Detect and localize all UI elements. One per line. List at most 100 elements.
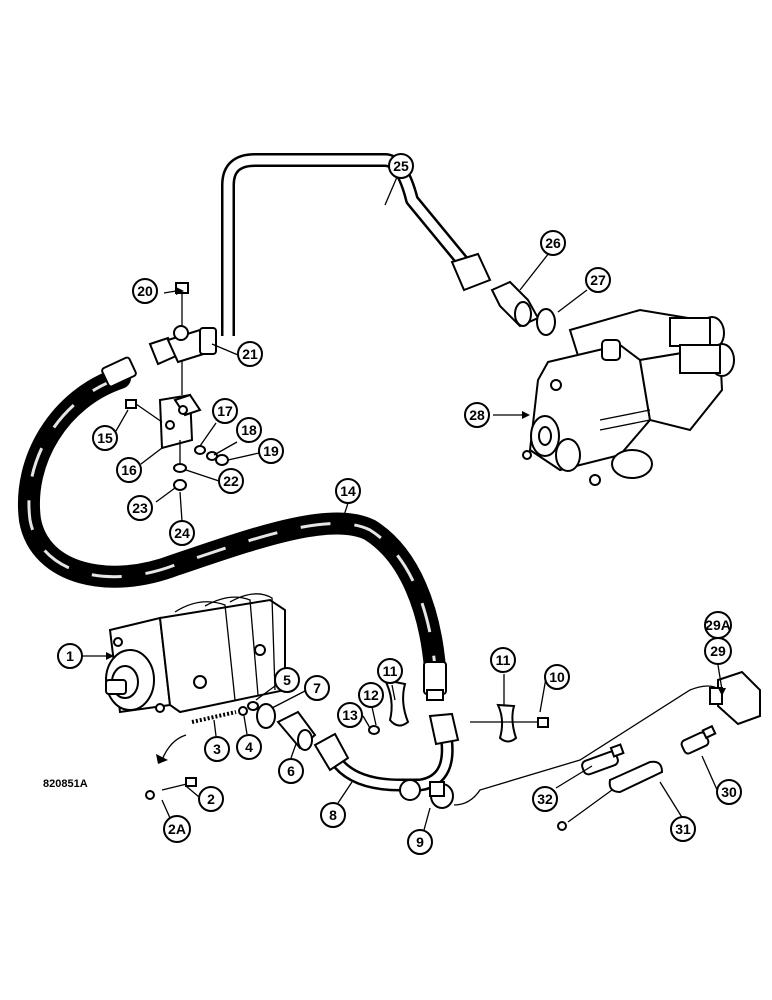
leader-lines	[81, 176, 723, 831]
svg-text:20: 20	[137, 283, 153, 299]
callout-2: 2	[198, 786, 224, 812]
callout-15: 15	[92, 425, 118, 451]
union-fitting	[166, 325, 217, 364]
control-valve	[522, 308, 735, 486]
connector-30	[680, 724, 717, 755]
callout-10: 10	[544, 664, 570, 690]
tube-8	[313, 712, 460, 801]
svg-text:21: 21	[242, 346, 258, 362]
svg-text:2A: 2A	[168, 821, 186, 837]
pressure-tube	[221, 153, 474, 336]
callout-19: 19	[258, 438, 284, 464]
callout-29: 29	[704, 637, 732, 665]
callout-25: 25	[388, 153, 414, 179]
svg-text:6: 6	[287, 763, 295, 779]
figure-reference: 820851A	[43, 778, 88, 790]
callout-30: 30	[716, 779, 742, 805]
svg-text:7: 7	[313, 680, 321, 696]
svg-text:15: 15	[97, 430, 113, 446]
svg-text:9: 9	[416, 834, 424, 850]
svg-text:29A: 29A	[705, 617, 731, 633]
callout-27: 27	[585, 267, 611, 293]
callout-17: 17	[212, 398, 238, 424]
clamp-left	[383, 678, 410, 727]
fitting-9	[429, 781, 454, 809]
svg-text:8: 8	[329, 807, 337, 823]
adapter-fitting	[490, 280, 540, 328]
svg-text:19: 19	[263, 443, 279, 459]
temp-sender-29	[709, 670, 761, 726]
svg-text:24: 24	[174, 525, 190, 541]
svg-text:13: 13	[342, 707, 358, 723]
stud	[191, 710, 237, 724]
callout-21: 21	[237, 341, 263, 367]
assembly-arrow	[161, 734, 187, 761]
svg-text:30: 30	[721, 784, 737, 800]
callout-2a: 2A	[163, 815, 191, 843]
callout-5: 5	[274, 667, 300, 693]
bolt-15	[125, 399, 163, 423]
tube-nut-25	[450, 252, 492, 292]
callout-11-right: 11	[490, 647, 516, 673]
callout-7: 7	[304, 675, 330, 701]
svg-text:11: 11	[496, 652, 511, 668]
callout-18: 18	[236, 417, 262, 443]
o-ring	[536, 308, 556, 336]
washer-5	[247, 701, 259, 711]
svg-text:2: 2	[207, 791, 215, 807]
o-ring-7	[256, 703, 276, 729]
svg-text:1: 1	[66, 648, 74, 664]
callout-26: 26	[540, 230, 566, 256]
svg-text:22: 22	[223, 473, 239, 489]
callout-22: 22	[218, 468, 244, 494]
callout-23: 23	[127, 495, 153, 521]
bolt-10	[470, 717, 549, 728]
connector-32	[581, 743, 625, 776]
nut-13	[368, 725, 380, 735]
svg-text:4: 4	[245, 739, 253, 755]
leader-arrowhead-29	[718, 688, 726, 696]
svg-text:31: 31	[675, 821, 691, 837]
callout-8: 8	[320, 802, 346, 828]
svg-text:26: 26	[545, 235, 561, 251]
leader-arrowhead-28	[522, 411, 530, 419]
callout-31: 31	[670, 816, 696, 842]
hydraulic-pump	[105, 593, 286, 714]
svg-text:32: 32	[537, 791, 553, 807]
callout-9: 9	[407, 829, 433, 855]
callout-6: 6	[278, 758, 304, 784]
callout-20: 20	[132, 278, 158, 304]
clamp-right	[496, 703, 518, 743]
svg-text:10: 10	[549, 669, 565, 685]
callout-32: 32	[532, 786, 558, 812]
callout-13: 13	[337, 702, 363, 728]
svg-text:25: 25	[393, 158, 409, 174]
svg-text:16: 16	[121, 462, 137, 478]
callout-24: 24	[169, 520, 195, 546]
boot-31	[557, 760, 664, 831]
leader-arrowhead-1	[106, 652, 114, 660]
svg-text:14: 14	[340, 483, 356, 499]
callout-14: 14	[335, 478, 361, 504]
hose-end-fitting-lower	[423, 661, 447, 701]
callout-1: 1	[57, 643, 83, 669]
svg-text:5: 5	[283, 672, 291, 688]
svg-text:17: 17	[217, 403, 233, 419]
callout-11-left: 11	[377, 658, 403, 684]
hose	[18, 367, 446, 679]
svg-text:3: 3	[213, 741, 221, 757]
svg-text:12: 12	[363, 687, 379, 703]
callout-29a: 29A	[704, 611, 732, 639]
callout-4: 4	[236, 734, 262, 760]
fitting-6	[276, 710, 317, 751]
assembly-arrowhead	[156, 754, 168, 764]
bolt-2	[145, 777, 197, 800]
svg-text:18: 18	[241, 422, 257, 438]
mounting-bracket	[158, 360, 202, 465]
svg-text:23: 23	[132, 500, 148, 516]
svg-text:27: 27	[590, 272, 606, 288]
hose-end-fitting-upper	[101, 336, 178, 388]
svg-text:29: 29	[710, 643, 726, 659]
callout-3: 3	[204, 736, 230, 762]
